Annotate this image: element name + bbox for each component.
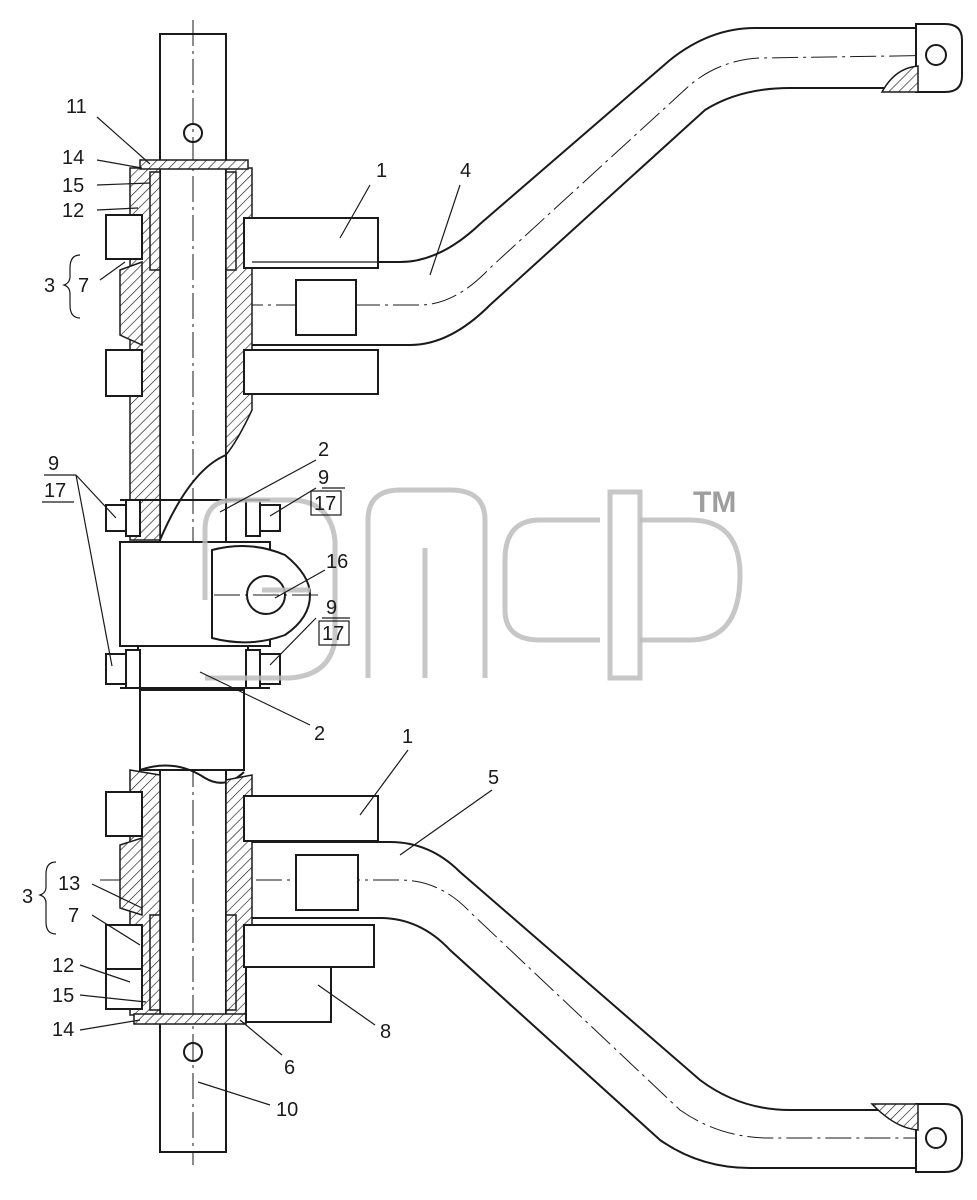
label-6: 6 [284, 1057, 295, 1079]
label-17-right-bottom: 17 [322, 623, 344, 645]
label-1-top: 1 [376, 160, 387, 182]
leader-lines [38, 116, 493, 1106]
upper-arm [120, 23, 963, 346]
label-2-bottom: 2 [314, 723, 325, 745]
callout-boxes [42, 490, 350, 646]
label-16: 16 [326, 551, 348, 573]
label-12-bottom: 12 [52, 955, 74, 977]
label-17-right-top: 17 [314, 493, 336, 515]
label-3-top: 3 [44, 275, 55, 297]
watermark-logo: TM [202, 486, 743, 681]
label-17-left: 17 [44, 480, 66, 502]
label-9-left: 9 [48, 453, 59, 475]
label-9-right-bottom: 9 [326, 597, 337, 619]
label-11: 11 [66, 96, 87, 118]
callout-labels: 11 14 15 12 3 7 1 4 2 9 17 9 17 16 9 17 … [22, 96, 499, 1121]
label-1-bottom: 1 [402, 726, 413, 748]
trademark-symbol: TM [693, 486, 736, 519]
label-14-top: 14 [62, 147, 84, 169]
label-8: 8 [380, 1021, 391, 1043]
upper-housing [105, 159, 379, 541]
label-15-bottom: 15 [52, 985, 74, 1007]
lower-arm [100, 841, 963, 1173]
label-15-top: 15 [62, 175, 84, 197]
label-12-top: 12 [62, 200, 84, 222]
label-7-top: 7 [78, 275, 89, 297]
label-4: 4 [460, 160, 471, 182]
label-7-bottom: 7 [68, 905, 79, 927]
lower-housing [105, 689, 379, 1025]
label-10: 10 [276, 1099, 298, 1121]
label-5: 5 [488, 767, 499, 789]
label-3-bottom: 3 [22, 886, 33, 908]
label-14-bottom: 14 [52, 1019, 74, 1041]
label-2-top: 2 [318, 439, 329, 461]
label-9-right-top: 9 [318, 467, 329, 489]
label-13: 13 [58, 873, 80, 895]
